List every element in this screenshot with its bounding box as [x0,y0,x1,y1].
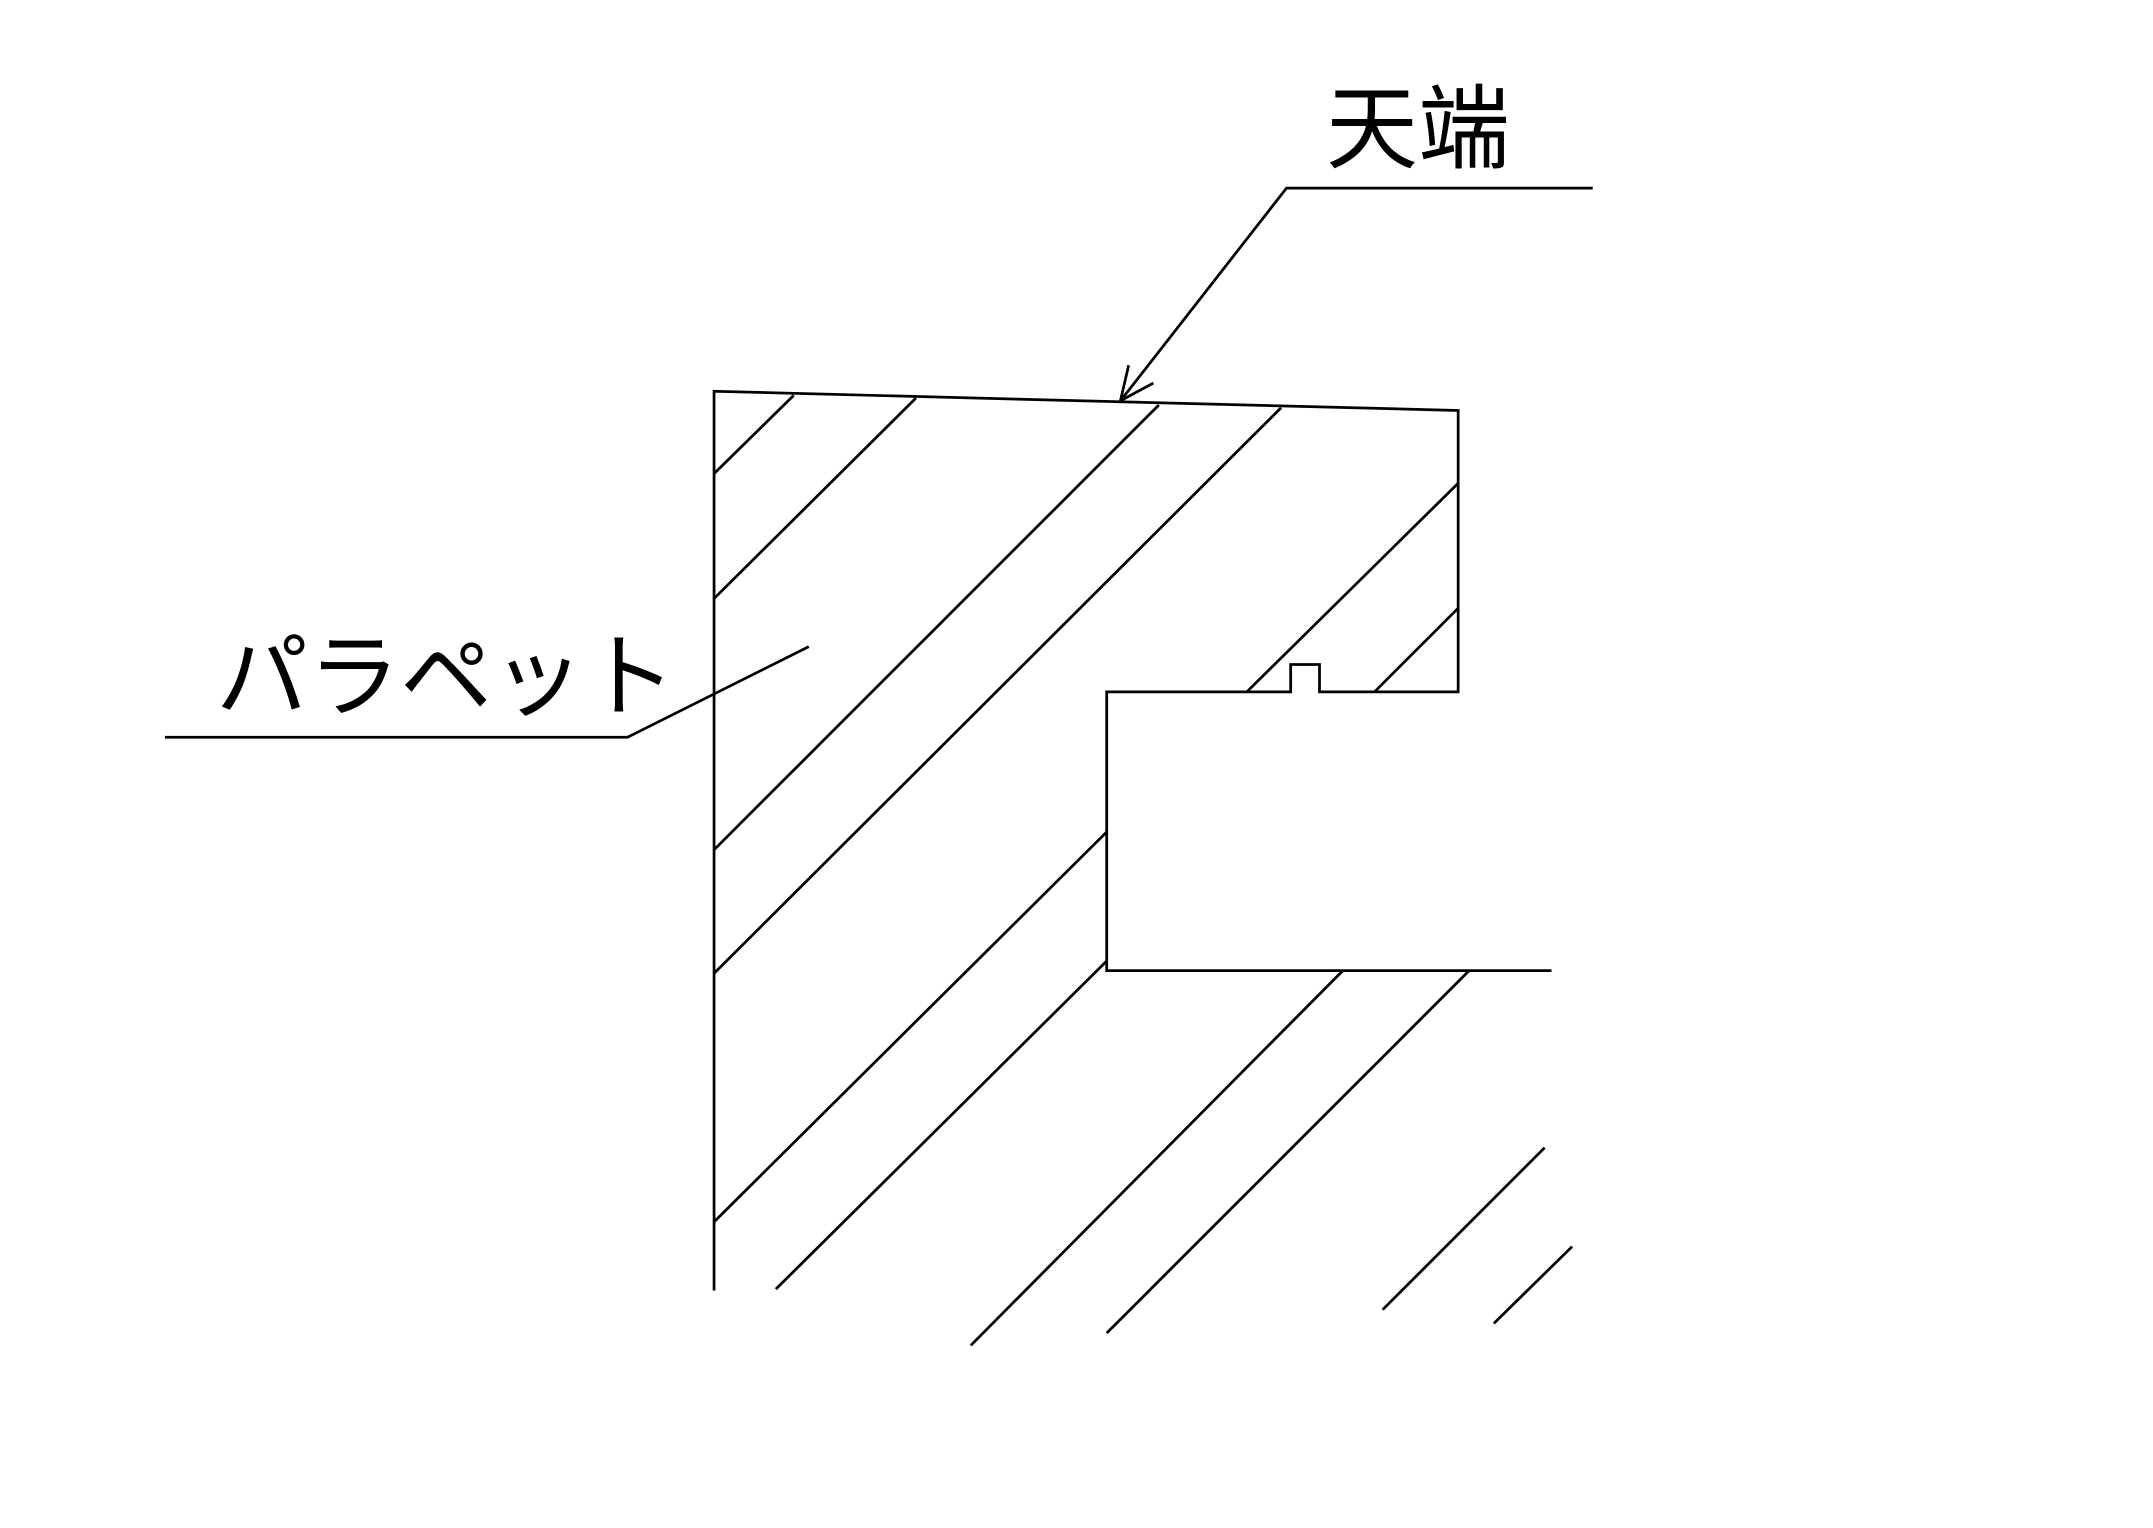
leader-parapet [164,645,810,739]
leader-top-edge [1119,186,1593,402]
parapet-outline [712,389,1552,1291]
hatch-lines [713,394,1574,1347]
label-parapet: パラペット [216,624,677,731]
arrow-head-icon [1118,364,1155,404]
label-top-edge: 天端 [1326,76,1511,183]
